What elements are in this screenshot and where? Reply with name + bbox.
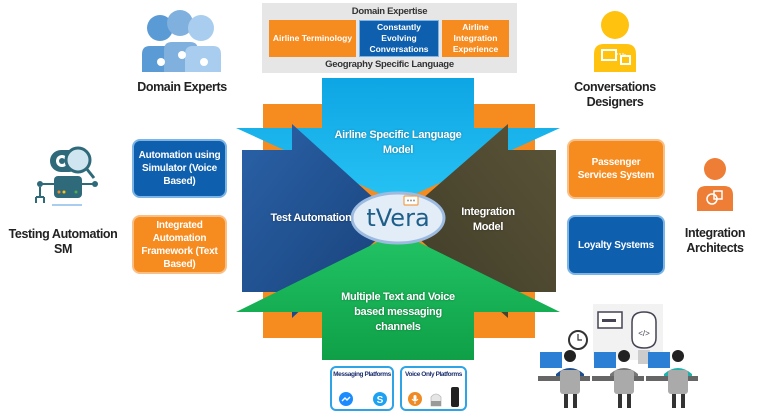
svg-text:</>: </>: [638, 329, 650, 338]
voice-platforms-card: Voice Only Platforms: [400, 366, 467, 411]
left-arrow-shape: [242, 124, 398, 318]
tvera-logo: tVera: [366, 204, 430, 232]
testing-automation-group: [30, 146, 100, 222]
integration-architects-label: Integration Architects: [684, 226, 746, 255]
messenger-icon: [339, 392, 353, 406]
developer-3: [646, 350, 698, 408]
domain-experts-label: Domain Experts: [137, 80, 227, 94]
people-group-icon: [142, 10, 221, 72]
tvera-ellipse: [350, 191, 446, 245]
right-arrow-shape: [398, 124, 556, 318]
developer-1: [538, 350, 590, 408]
text-framework-box: Integrated Automation Framework (Text Ba…: [132, 215, 227, 274]
evolving-conversations-box: Constantly Evolving Conversations: [359, 20, 439, 57]
domain-expertise-panel: Domain Expertise Airline Terminology Con…: [262, 3, 517, 73]
top-arrow-shape: [236, 78, 560, 202]
architect-person-icon: [697, 158, 733, 211]
mic-assistant-icon: [408, 392, 422, 406]
robot-magnifier-icon: [35, 146, 98, 206]
left-arrow-label: Test Automation: [270, 212, 352, 224]
domain-expertise-title: Domain Expertise: [351, 6, 428, 17]
voice-simulator-box: Automation using Simulator (Voice Based): [132, 139, 227, 198]
chat-bubble-icon: [403, 195, 419, 206]
domain-experts-group: [138, 6, 226, 74]
messaging-platforms-card: Messaging Platforms S: [330, 366, 394, 411]
top-arrow-label: Airline Specific Language Model: [334, 129, 462, 156]
passenger-services-box: Passenger Services System: [567, 139, 665, 199]
designer-person-icon: [594, 11, 636, 72]
developers-illustration: </>: [528, 300, 703, 412]
svg-text:S: S: [377, 395, 384, 406]
developer-2: [592, 350, 644, 408]
conversations-designers-group: [590, 10, 640, 72]
testing-automation-label: Testing Automation SM: [8, 227, 118, 256]
conversations-designers-label: Conversations Designers: [574, 80, 656, 109]
smart-speaker-icon: [430, 393, 442, 407]
right-arrow-label: Integration Model: [461, 206, 515, 233]
loyalty-systems-box: Loyalty Systems: [567, 215, 665, 275]
skype-icon: S: [373, 392, 387, 406]
developers-team-icon: </>: [538, 304, 698, 408]
bottom-arrow-shape: [236, 232, 560, 360]
integration-experience-box: Airline Integration Experience: [442, 20, 509, 57]
bottom-arrow-label: Multiple Text and Voice based messaging …: [341, 291, 455, 333]
voice-platforms-title: Voice Only Platforms: [405, 371, 462, 378]
messaging-platforms-title: Messaging Platforms: [333, 371, 391, 378]
geography-language-label: Geography Specific Language: [325, 59, 454, 70]
integration-architects-group: [695, 157, 735, 211]
echo-speaker-icon: [451, 387, 459, 407]
airline-terminology-box: Airline Terminology: [269, 20, 356, 57]
